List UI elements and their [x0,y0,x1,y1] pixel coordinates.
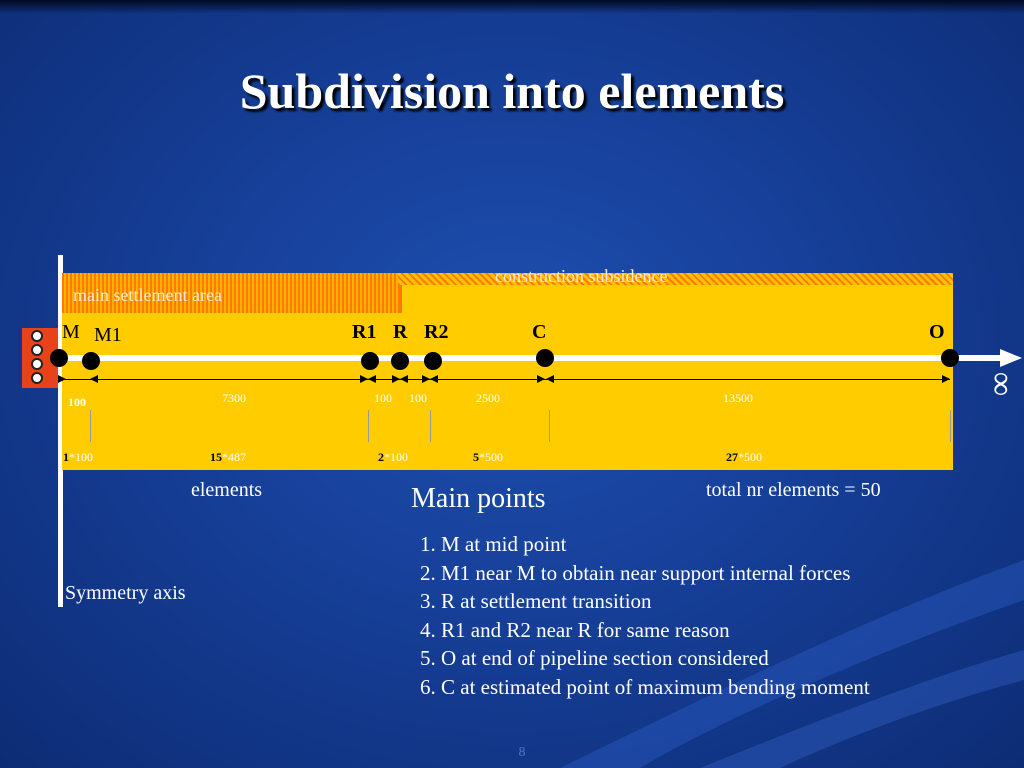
dimension-arrow [546,375,554,383]
point-label-m: M [62,321,80,343]
construction-subsidence-label: construction subsidence [495,266,668,286]
element-group: 5*500 [473,450,503,464]
list-item: 1. M at mid point [420,532,567,556]
dimension-line [430,379,950,380]
pipeline-band [62,285,953,470]
total-elements-label: total nr elements = 50 [706,479,881,501]
point-label-c: C [532,321,547,343]
list-item: 4. R1 and R2 near R for same reason [420,617,730,642]
main-points-heading: Main points [411,483,546,514]
elements-label: elements [191,479,263,501]
element-group: 2*100 [378,450,408,464]
main-settlement-hatch [62,273,402,313]
page-number: 8 [518,745,526,760]
pipeline-arrow [1000,349,1022,367]
support-roller [31,372,43,384]
node-r [391,352,409,370]
point-label-r: R [393,321,408,343]
list-item: 2. M1 near M to obtain near support inte… [420,560,851,585]
element-boundary-tick [368,410,369,442]
dimension-arrow [400,375,408,383]
list-item: 6. C at estimated point of maximum bendi… [420,674,870,699]
page-title: Subdivision into elements [239,63,785,119]
element-group: 27*500 [726,450,762,464]
dimension-arrow [58,375,66,383]
top-shade [0,0,1024,14]
dim-value-c-o: 13500 [723,391,753,405]
dimension-arrow [360,375,368,383]
main-points-list: 1. M at mid point 2. M1 near M to obtain… [420,530,870,701]
pipeline-axis [60,355,1003,361]
element-boundary-tick [90,410,91,442]
infinity-symbol: ∞ [983,371,1020,397]
dimension-arrow [430,375,438,383]
dimension-arrow [392,375,400,383]
dim-value-r2-c: 2500 [476,391,500,405]
dimension-arrow [942,375,950,383]
point-label-r2: R2 [424,321,449,343]
dim-value-r1-r: 100 [374,391,392,405]
dimension-arrow [422,375,430,383]
dimension-line [62,379,98,380]
element-boundary-tick [549,410,550,442]
node-c [536,349,554,367]
point-label-o: O [929,321,945,343]
element-group: 15*487 [210,450,246,464]
list-item: 3. R at settlement transition [420,589,652,613]
support-roller [31,344,43,356]
symmetry-axis-line [58,255,63,607]
dimension-arrow [537,375,545,383]
node-r1 [361,352,379,370]
node-o [941,349,959,367]
support-roller [31,358,43,370]
support-roller [31,330,43,342]
element-boundary-tick [950,410,951,442]
point-label-m1: M1 [94,324,122,346]
dim-value-m1-r1: 7300 [222,391,246,405]
dim-value-m-m1: 100 [68,395,86,409]
dim-value-r-r2: 100 [409,391,427,405]
main-settlement-label: main settlement area [73,285,222,305]
node-m [50,349,68,367]
symmetry-axis-label: Symmetry axis [65,582,186,604]
list-item: 5. O at end of pipeline section consider… [420,646,769,670]
dimension-line [92,379,368,380]
element-group: 1*100 [63,450,93,464]
point-label-r1: R1 [352,321,377,343]
element-boundary-tick [430,410,431,442]
construction-subsidence-hatch [398,273,953,285]
dimension-arrow [368,375,376,383]
node-r2 [424,352,442,370]
node-m1 [82,352,100,370]
